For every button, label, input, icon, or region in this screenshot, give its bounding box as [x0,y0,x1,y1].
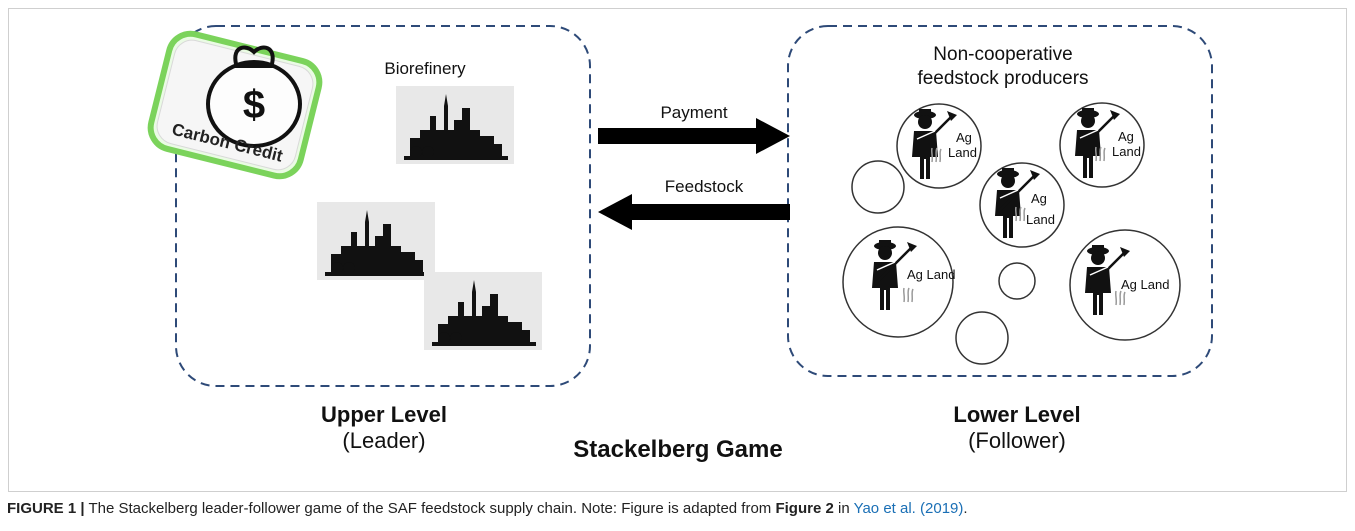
farm-label-land: Land [1026,212,1055,227]
factory-icon-3 [424,272,542,350]
stackelberg-game-title: Stackelberg Game [573,436,783,463]
upper-level-label: Upper Level [321,402,447,427]
feedstock-label: Feedstock [665,177,744,196]
farm-label-ag-land: Ag Land [1121,277,1169,292]
follower-header-line1: Non-cooperative [933,44,1072,65]
empty-land-circle [998,262,1036,300]
upper-level-title: Upper Level (Leader) [254,402,514,454]
farm-label-ag: Ag [1118,129,1134,144]
farm-label-land: Land [1112,144,1141,159]
farm-circle-1 [896,103,982,189]
caption-in: in [833,500,854,517]
lower-level-label: Lower Level [953,402,1081,427]
farmer-icon [910,107,959,181]
wheat-icon [1114,290,1126,306]
feedstock-arrow [598,194,790,230]
biorefinery-label: Biorefinery [384,59,466,78]
farm-label-ag: Ag [956,130,972,145]
dollar-sign: $ [243,83,265,127]
factory-icon-2 [317,202,435,280]
carbon-credit-badge [147,30,323,180]
follower-panel-border [787,25,1213,377]
farm-circle-5 [1069,229,1181,341]
payment-arrow [598,118,790,154]
figure-caption: FIGURE 1 | The Stackelberg leader-follow… [7,500,1347,518]
leader-panel-border [175,25,591,387]
citation-link[interactable]: Yao et al. (2019) [853,500,964,517]
payment-label: Payment [660,103,727,122]
caption-figure-ref: Figure 2 [775,500,834,517]
lower-level-title: Lower Level (Follower) [887,402,1147,454]
money-bag-icon [206,45,302,148]
follower-label: (Follower) [968,428,1066,453]
farm-label-land: Land [948,145,977,160]
farm-circle-4 [842,226,954,338]
farmer-icon [1073,106,1122,180]
wheat-icon [902,287,914,303]
caption-text: The Stackelberg leader-follower game of … [84,500,776,517]
empty-land-circle [955,311,1009,365]
empty-land-circle [851,160,905,214]
follower-header-line2: feedstock producers [917,68,1088,89]
farm-label-ag: Ag [1031,191,1047,206]
caption-label: FIGURE 1 | [7,500,85,517]
biorefinery-factory-icon [396,86,514,164]
farm-circle-3 [979,162,1065,248]
caption-end: . [963,500,968,517]
leader-label: (Leader) [342,428,426,453]
farm-label-ag-land: Ag Land [907,267,955,282]
farm-circle-2 [1059,102,1145,188]
